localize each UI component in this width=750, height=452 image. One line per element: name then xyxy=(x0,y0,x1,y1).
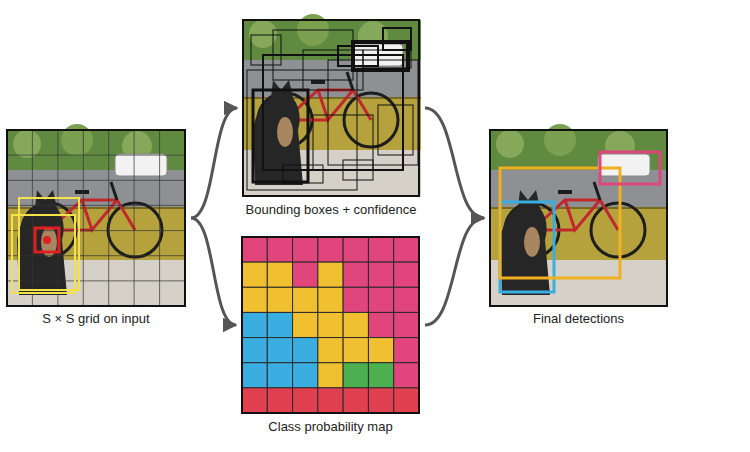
class-cell xyxy=(343,363,368,388)
box xyxy=(378,105,413,155)
input-panel xyxy=(7,124,185,306)
class-cell xyxy=(267,338,292,363)
class-cell xyxy=(343,338,368,363)
yellow-box xyxy=(12,215,75,293)
box xyxy=(338,46,378,66)
box xyxy=(328,60,418,165)
box xyxy=(303,50,363,90)
class-cell xyxy=(242,363,267,388)
class-cell xyxy=(242,338,267,363)
box xyxy=(273,30,353,80)
class-cell xyxy=(394,338,419,363)
class-cell xyxy=(318,338,343,363)
class-cell xyxy=(242,237,267,262)
class-cell xyxy=(267,262,292,287)
scene xyxy=(243,14,421,196)
class-cell xyxy=(394,237,419,262)
panel-caption: S × S grid on input xyxy=(5,311,187,327)
class-cell xyxy=(293,338,318,363)
class-cell xyxy=(368,388,393,413)
panel-caption: Class probability map xyxy=(240,419,421,435)
flow-arrow xyxy=(425,108,484,218)
class-cell xyxy=(368,262,393,287)
class-cell xyxy=(267,237,292,262)
class-cell xyxy=(368,363,393,388)
panel-border xyxy=(243,20,419,196)
box xyxy=(253,90,308,182)
class-cell xyxy=(267,287,292,312)
yellow-box xyxy=(19,198,79,290)
class-cell xyxy=(394,363,419,388)
predicted-boxes xyxy=(247,28,418,190)
class-cell xyxy=(242,312,267,337)
red-cell xyxy=(35,228,59,252)
class-cell xyxy=(318,312,343,337)
final-panel xyxy=(490,124,668,306)
car-detection xyxy=(600,152,660,184)
class-cell xyxy=(318,262,343,287)
panel-caption: Bounding boxes + confidence xyxy=(241,202,421,218)
image-panel: Final detections xyxy=(488,130,669,327)
panel-border xyxy=(242,237,419,413)
red-dot xyxy=(43,236,51,244)
box xyxy=(383,28,411,50)
class-cell xyxy=(318,388,343,413)
box xyxy=(283,165,323,183)
class-cell xyxy=(293,262,318,287)
box xyxy=(363,50,411,68)
box xyxy=(263,55,403,170)
scene xyxy=(7,124,185,306)
class-cell xyxy=(394,312,419,337)
panel-caption: Final detections xyxy=(488,311,669,327)
flow-arrow xyxy=(191,218,236,325)
class-cell xyxy=(318,287,343,312)
class-cell xyxy=(394,388,419,413)
class-cell xyxy=(343,312,368,337)
class-cell xyxy=(318,363,343,388)
scene xyxy=(490,124,668,306)
class-map-panel xyxy=(242,237,419,413)
box xyxy=(251,35,281,65)
class-cell xyxy=(343,287,368,312)
flow-arrow xyxy=(191,108,237,218)
panel-border xyxy=(7,130,185,306)
class-cell xyxy=(368,237,393,262)
class-cell xyxy=(267,388,292,413)
image-panel: Class probability map xyxy=(240,237,421,435)
class-cell xyxy=(343,262,368,287)
class-cell xyxy=(368,287,393,312)
class-cell xyxy=(368,312,393,337)
boxes-panel xyxy=(243,14,421,196)
class-cell xyxy=(267,312,292,337)
class-cell xyxy=(267,363,292,388)
image-panel: Bounding boxes + confidence xyxy=(241,20,421,218)
grid xyxy=(7,130,185,306)
class-cell xyxy=(394,287,419,312)
class-cell xyxy=(293,363,318,388)
class-cell xyxy=(293,388,318,413)
class-cell xyxy=(293,312,318,337)
class-cell xyxy=(368,338,393,363)
class-cell xyxy=(394,262,419,287)
class-cell xyxy=(293,237,318,262)
box xyxy=(343,160,373,180)
image-panel: S × S grid on input xyxy=(5,130,187,327)
flow-arrow xyxy=(425,218,484,325)
class-cell xyxy=(343,388,368,413)
panel-border xyxy=(490,130,667,306)
class-cell xyxy=(343,237,368,262)
class-cell xyxy=(293,287,318,312)
class-cell xyxy=(242,262,267,287)
class-cell xyxy=(318,237,343,262)
class-cell xyxy=(242,388,267,413)
class-cell xyxy=(242,287,267,312)
